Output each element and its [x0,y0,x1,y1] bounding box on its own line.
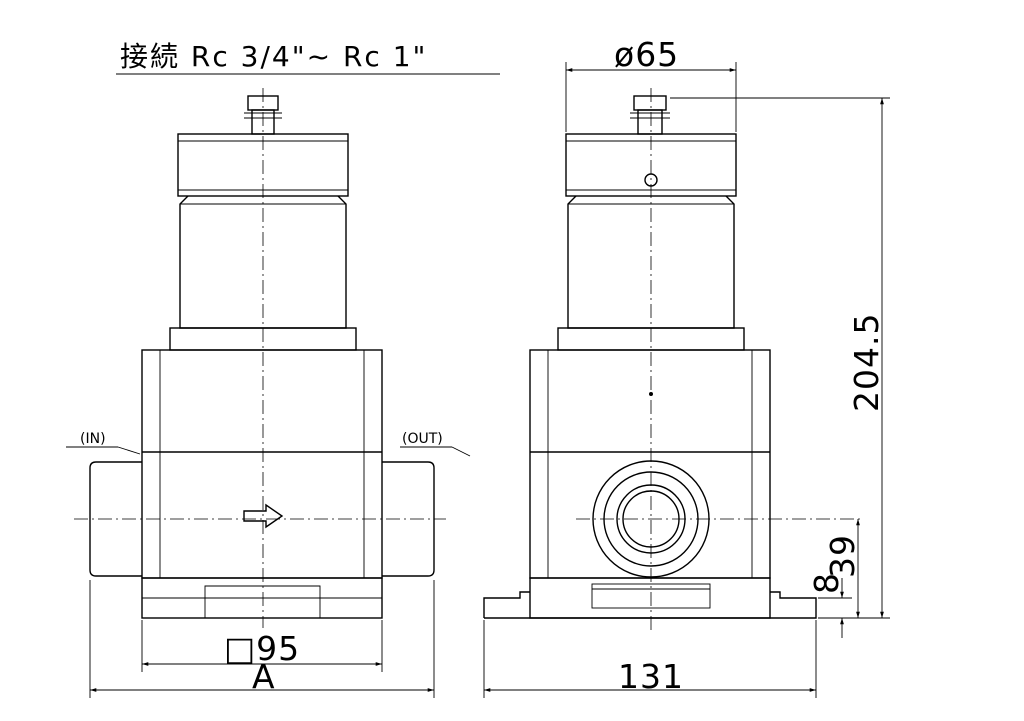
side-body [529,349,771,579]
side-fitting-cap [633,95,667,111]
connection-title: 接続 Rc 3/4"~ Rc 1" [120,40,427,73]
side-base-slot [591,583,711,609]
width-a-dimension: A [252,657,276,696]
diameter-dimension: ø65 [614,35,679,74]
front-view: (IN) (OUT) □95 A [66,88,471,698]
side-view: ø65 131 204.5 39 8 [483,35,890,698]
front-body [141,349,383,579]
base-width-dimension: 131 [618,657,684,696]
side-fitting-stem [637,109,663,135]
inlet-label: (IN) [80,431,106,447]
port-height-dimension: 39 [823,534,862,578]
height-dimension: 204.5 [847,313,886,412]
square-dimension: □95 [224,629,300,668]
front-inlet-port [89,461,142,577]
base-thickness-dimension: 8 [807,572,846,594]
flow-arrow-icon [243,503,284,529]
side-base-flange [483,591,817,619]
outlet-label: (OUT) [402,431,443,447]
